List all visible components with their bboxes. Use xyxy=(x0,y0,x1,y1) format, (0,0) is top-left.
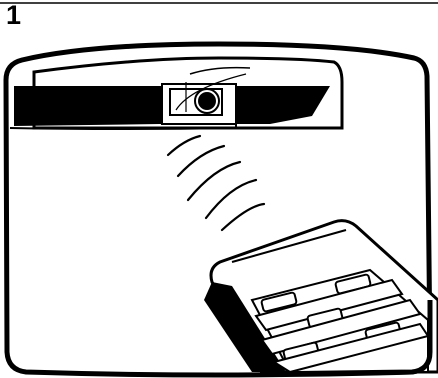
diagram-svg xyxy=(0,0,438,378)
instruction-illustration: 1 xyxy=(0,0,438,378)
